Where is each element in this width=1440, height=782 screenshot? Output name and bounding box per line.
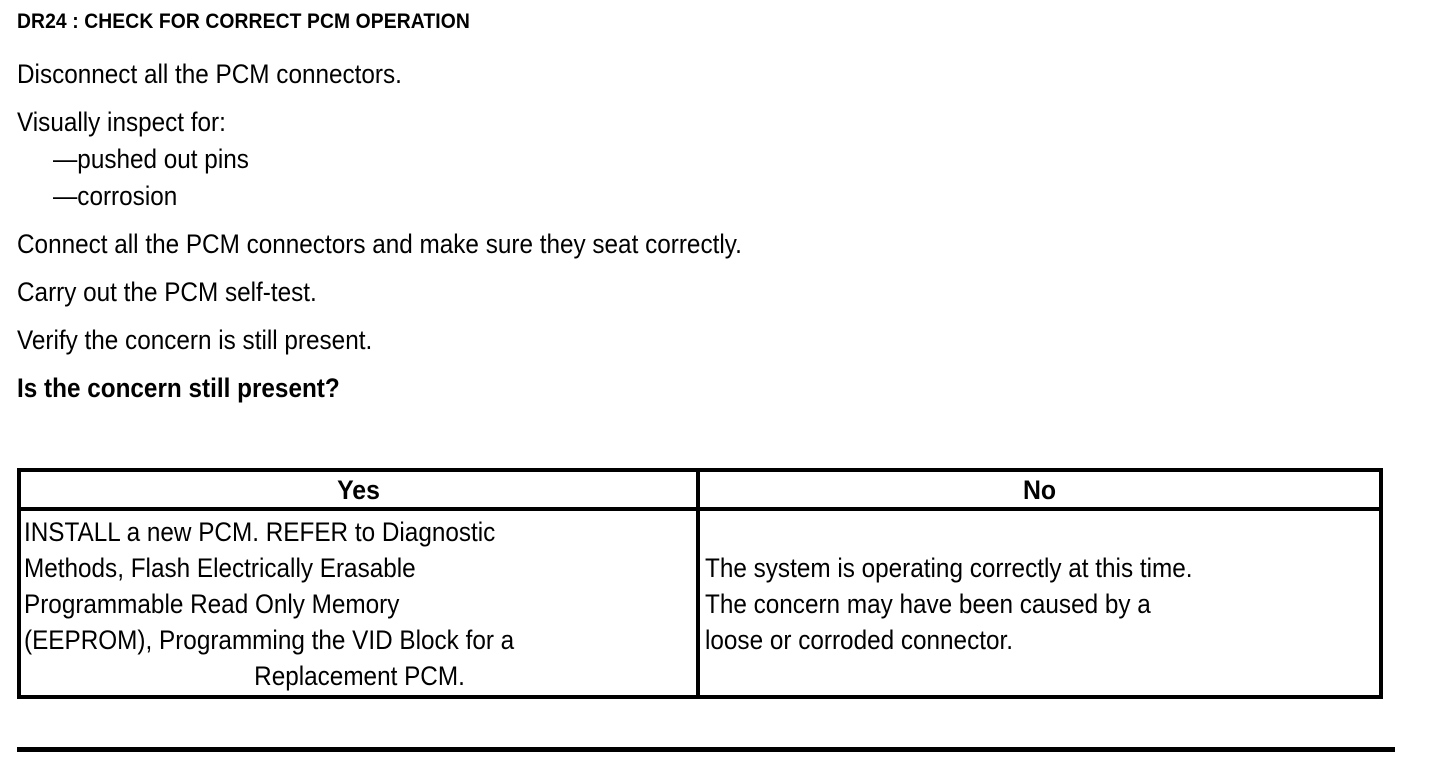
table-header-cell-no: No [700, 472, 1379, 507]
instruction-line: Disconnect all the PCM connectors. [17, 59, 402, 89]
yes-action-line: INSTALL a new PCM. REFER to Diagnostic [24, 517, 496, 547]
table-body-row: INSTALL a new PCM. REFER to Diagnostic M… [21, 511, 1379, 695]
section-divider-rule [17, 747, 1395, 752]
instruction-line: Carry out the PCM self-test. [17, 277, 317, 307]
column-header-no: No [1022, 474, 1057, 505]
no-action-line: loose or corroded connector. [705, 625, 1013, 655]
instruction-line: Verify the concern is still present. [17, 325, 373, 355]
instruction-line-bullet: —pushed out pins [53, 144, 249, 174]
instruction-line-bullet: —corrosion [53, 181, 178, 211]
no-action-line: The concern may have been caused by a [705, 589, 1151, 619]
table-header-cell-yes: Yes [21, 472, 700, 507]
instruction-question: Is the concern still present? [17, 373, 340, 403]
instruction-line: Visually inspect for: [17, 107, 226, 137]
yes-action-line: (EEPROM), Programming the VID Block for … [24, 625, 515, 655]
yes-action-line: Programmable Read Only Memory [24, 589, 400, 619]
yes-action-text: INSTALL a new PCM. REFER to Diagnostic M… [24, 514, 695, 694]
no-action-text: The system is operating correctly at thi… [705, 550, 1378, 658]
instruction-line: Connect all the PCM connectors and make … [17, 229, 742, 259]
column-header-yes: Yes [337, 474, 380, 505]
yes-action-line: Replacement PCM. [254, 661, 465, 691]
table-header-row: Yes No [21, 472, 1379, 511]
table-cell-no: The system is operating correctly at thi… [700, 511, 1379, 695]
no-action-line: The system is operating correctly at thi… [705, 553, 1193, 583]
decision-table: Yes No INSTALL a new PCM. REFER to Diagn… [17, 468, 1383, 699]
page-title: DR24 : CHECK FOR CORRECT PCM OPERATION [17, 10, 470, 33]
table-cell-yes: INSTALL a new PCM. REFER to Diagnostic M… [21, 511, 700, 695]
yes-action-line: Methods, Flash Electrically Erasable [24, 553, 416, 583]
instruction-list: Disconnect all the PCM connectors. Visua… [17, 58, 1397, 404]
